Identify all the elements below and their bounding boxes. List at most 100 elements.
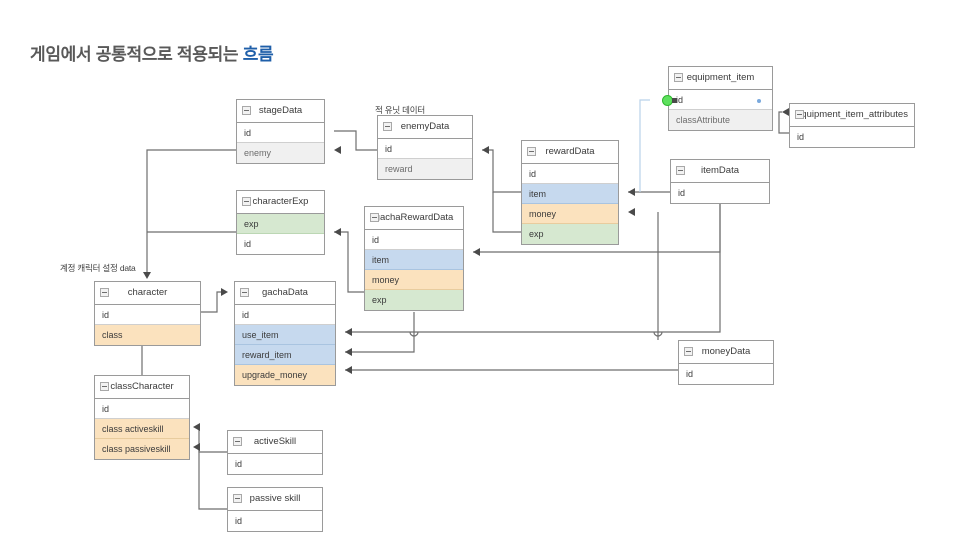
table-header[interactable]: gachaData — [235, 282, 335, 305]
collapse-icon[interactable] — [233, 437, 242, 446]
table-field-row[interactable]: id — [671, 183, 769, 203]
table-field-row[interactable]: use_item — [235, 325, 335, 345]
table-field-row[interactable]: class activeskill — [95, 419, 189, 439]
table-field-row[interactable]: id — [679, 364, 773, 384]
table-field-row[interactable]: class passiveskill — [95, 439, 189, 459]
table-title: moneyData — [701, 346, 751, 357]
table-title: stageData — [258, 105, 303, 116]
collapse-icon[interactable] — [100, 382, 109, 391]
collapse-icon[interactable] — [684, 347, 693, 356]
table-field-row[interactable]: id — [95, 399, 189, 419]
table-field-row[interactable]: class — [95, 325, 200, 345]
arrowhead-stagedata-enemy — [334, 146, 341, 154]
wire-enemydata-to-stagedata[interactable] — [334, 130, 377, 151]
arrowhead-gachadata-upgrade-money — [345, 366, 352, 374]
collapse-icon[interactable] — [527, 147, 536, 156]
connector-square-handle[interactable] — [672, 98, 677, 103]
collapse-icon[interactable] — [795, 110, 804, 119]
table-header[interactable]: itemData — [671, 160, 769, 183]
table-field-row[interactable]: id — [522, 164, 618, 184]
field-label: class — [102, 330, 123, 340]
table-field-row[interactable]: id — [95, 305, 200, 325]
table-field-row[interactable]: exp — [237, 214, 324, 234]
collapse-icon[interactable] — [676, 166, 685, 175]
table-field-row[interactable]: upgrade_money — [235, 365, 335, 385]
table-header[interactable]: rewardData — [522, 141, 618, 164]
arrowhead-character-top — [143, 272, 151, 279]
wire-activeskill-to-classcharacter-activeskill[interactable] — [198, 427, 227, 453]
table-header[interactable]: equipment_item — [669, 67, 772, 90]
wire-rewarddata-item-to-enemydata-reward[interactable] — [482, 149, 521, 193]
wire-rewarddata-exp-to-trunk[interactable] — [492, 192, 521, 233]
wire-character-to-gachadata[interactable] — [201, 291, 225, 313]
table-field-row[interactable]: classAttribute — [669, 110, 772, 130]
wire-jump-1 — [409, 331, 419, 337]
table-header[interactable]: stageData — [237, 100, 324, 123]
table-field-row[interactable]: item — [522, 184, 618, 204]
table-enemydata[interactable]: enemyData id reward — [377, 115, 473, 180]
table-field-row[interactable]: id — [378, 139, 472, 159]
table-field-row[interactable]: money — [522, 204, 618, 224]
table-field-row[interactable]: exp — [522, 224, 618, 244]
wire-passiveskill-to-classcharacter-passiveskill[interactable] — [198, 447, 227, 510]
table-field-row[interactable]: money — [365, 270, 463, 290]
table-header[interactable]: equipment_item_attributes — [790, 104, 914, 127]
collapse-icon[interactable] — [240, 288, 249, 297]
wire-equipment-to-rewarddata-item[interactable] — [639, 99, 650, 192]
table-title: gachaData — [262, 287, 308, 298]
table-header[interactable]: activeSkill — [228, 431, 322, 454]
collapse-icon[interactable] — [674, 73, 683, 82]
table-header[interactable]: characterExp — [237, 191, 324, 214]
connector-blue-dot-handle[interactable] — [757, 99, 761, 103]
table-field-row[interactable]: id — [235, 305, 335, 325]
note-account-character-setting-data: 계정 캐릭터 설정 data — [60, 263, 136, 273]
table-header[interactable]: enemyData — [378, 116, 472, 139]
table-field-row[interactable]: id — [237, 234, 324, 254]
table-field-row[interactable]: id — [365, 230, 463, 250]
wire-gacharewarddata-exp-down-to-gachadata-reward-item[interactable] — [345, 312, 415, 353]
table-field-row[interactable]: enemy — [237, 143, 324, 163]
table-field-row[interactable]: id — [669, 90, 772, 110]
table-field-row[interactable]: id — [228, 454, 322, 474]
arrowhead-gachadata-use-item — [345, 328, 352, 336]
table-field-row[interactable]: item — [365, 250, 463, 270]
table-field-row[interactable]: id — [237, 123, 324, 143]
table-field-row[interactable]: id — [790, 127, 914, 147]
wire-stagedata-enemy-to-character[interactable] — [146, 149, 236, 276]
field-label: item — [529, 189, 547, 199]
table-field-row[interactable]: reward — [378, 159, 472, 179]
table-field-row[interactable]: id — [228, 511, 322, 531]
arrowhead-rewarddata-money — [628, 208, 635, 216]
collapse-icon[interactable] — [370, 213, 379, 222]
wire-gacharewarddata-exp-to-characterexp-id[interactable] — [334, 231, 364, 293]
field-label: id — [242, 310, 250, 320]
table-header[interactable]: passive skill — [228, 488, 322, 511]
page-title-accent: 흐름 — [242, 45, 274, 64]
page-title-prefix: 게임에서 공통적으로 적용되는 — [30, 45, 243, 64]
table-header[interactable]: gachaRewardData — [365, 207, 463, 230]
table-header[interactable]: classCharacter — [95, 376, 189, 399]
collapse-icon[interactable] — [233, 494, 242, 503]
table-field-row[interactable]: reward_item — [235, 345, 335, 365]
collapse-icon[interactable] — [100, 288, 109, 297]
table-header[interactable]: character — [95, 282, 200, 305]
collapse-icon[interactable] — [242, 106, 251, 115]
table-field-row[interactable]: exp — [365, 290, 463, 310]
table-header[interactable]: moneyData — [679, 341, 773, 364]
field-label: id — [385, 144, 393, 154]
collapse-icon[interactable] — [383, 122, 392, 131]
table-moneydata[interactable]: moneyData id — [678, 340, 774, 385]
collapse-icon[interactable] — [242, 197, 251, 206]
wire-equipment-attributes-to-equipment-classattribute[interactable] — [778, 111, 789, 134]
